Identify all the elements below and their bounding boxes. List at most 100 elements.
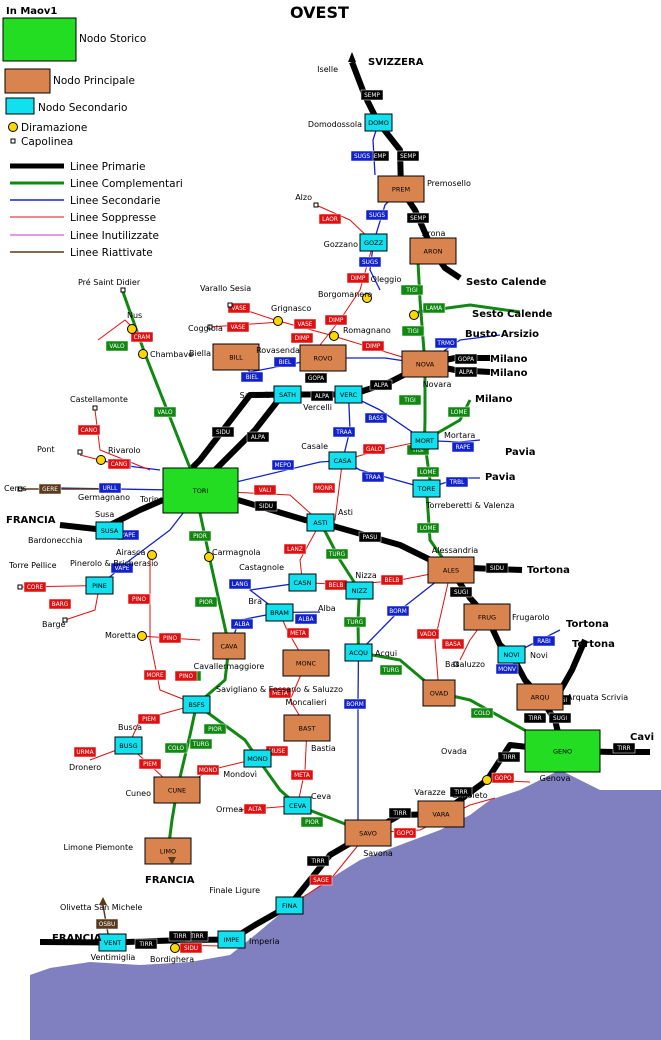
place-label: Chambave — [150, 350, 193, 359]
line-tag-soppressa: BELB — [329, 583, 344, 589]
node-name-tori: Torino — [139, 495, 164, 504]
line-tag-complementare: PIOR — [199, 600, 213, 606]
node-box-busg — [114, 736, 143, 755]
legend-label-soppressa: Linee Soppresse — [70, 212, 156, 224]
rail-line-soppressa — [94, 409, 151, 471]
node-name-mond: Mondovì — [223, 770, 257, 779]
line-tag-box-primaria — [254, 500, 278, 512]
place-label: FRANCIA — [6, 515, 56, 526]
line-tag-box-complementare — [470, 707, 494, 719]
node-name-vent: Ventimiglia — [91, 953, 136, 962]
node-code-pine: PINE — [92, 582, 107, 590]
place-label: Varallo Sesia — [200, 284, 251, 293]
diramazione-icon — [170, 943, 180, 953]
node-box-susa — [95, 521, 124, 540]
place-label: Borgomanero — [318, 290, 372, 299]
line-tag-complementare: COLO — [474, 711, 491, 717]
node-box-bsfs — [182, 695, 211, 714]
place-label: Moretta — [105, 631, 136, 640]
place-label: Milano — [490, 368, 528, 379]
node-code-impe: IMPE — [224, 936, 240, 944]
node-box-domo — [364, 113, 393, 132]
node-name-ceva: Ceva — [311, 792, 331, 801]
node-name-ales: Alessandria — [432, 546, 479, 555]
line-tag-box-secondaria — [364, 412, 388, 424]
line-tag-box-complementare — [398, 394, 422, 406]
node-name-gozz: Gozzano — [324, 240, 358, 249]
line-tag-soppressa: DIMP — [329, 318, 344, 324]
node-name-geno: Genova — [540, 774, 571, 783]
line-tag-primaria: SUGI — [553, 716, 567, 722]
legend-diramazione-icon — [8, 122, 18, 132]
line-tag-soppressa: DIMP — [351, 276, 366, 282]
rail-nodes: TORITorinoGENOGenovaPREMPremoselloARONAr… — [63, 113, 628, 962]
line-tag-soppressa: LANZ — [287, 547, 303, 553]
line-tag-soppressa: GOPO — [396, 831, 414, 837]
capolinea-icon — [17, 584, 23, 590]
line-tag-box-soppressa — [290, 332, 314, 344]
line-tag-box-primaria — [454, 353, 478, 365]
node-name-pine: Pinerolo & Bricherasio — [70, 559, 158, 568]
line-tag-soppressa: BARG — [52, 602, 69, 608]
node-box-tori — [162, 467, 239, 514]
line-tag-box-secondaria — [532, 635, 556, 647]
line-tag-soppressa: PINO — [163, 636, 178, 642]
line-tag-box-primaria — [449, 786, 473, 798]
node-name-impe: Imperia — [249, 937, 280, 946]
node-code-monc: MONC — [296, 660, 317, 668]
node-box-ovad — [422, 679, 456, 707]
line-tag-box-primaria — [454, 366, 478, 378]
line-tag-soppressa: VALI — [259, 488, 272, 494]
line-tag-secondaria: TRBL — [449, 480, 466, 486]
node-code-savo: SAVO — [359, 830, 377, 838]
node-box-sath — [273, 385, 302, 404]
line-tag-soppressa: BELB — [385, 578, 400, 584]
capolinea-icon — [77, 449, 83, 455]
place-label: Pavia — [505, 447, 536, 458]
line-tag-soppressa: PIEM — [143, 762, 157, 768]
rail-line-soppressa — [89, 704, 197, 761]
node-name-cune: Cuneo — [125, 789, 151, 798]
line-tag-complementare: PIOR — [193, 534, 207, 540]
place-label: Pont — [37, 445, 55, 454]
legend-label-capolinea: Capolinea — [21, 136, 73, 148]
line-tag-box-soppressa — [243, 803, 267, 815]
node-name-cava: Cavallermaggiore — [194, 662, 265, 671]
line-tag-complementare: TIGI — [411, 448, 424, 454]
node-code-arqu: ARQU — [531, 694, 550, 702]
capolinea-icon — [17, 486, 23, 492]
node-box-bill — [212, 343, 260, 371]
line-tag-primaria: TIRR — [189, 934, 203, 940]
line-tag-complementare: VALO — [157, 410, 173, 416]
node-code-limo: LIMO — [160, 848, 176, 856]
node-box-acqu — [344, 643, 373, 662]
line-tag-box-soppressa — [293, 318, 317, 330]
node-box-mort — [410, 431, 439, 450]
line-tag-box-secondaria — [230, 618, 254, 630]
line-tag-complementare: TURG — [346, 620, 364, 626]
place-label: Iselle — [317, 65, 338, 74]
line-tag-soppressa: BASA — [445, 642, 461, 648]
line-tag-soppressa: META — [294, 773, 310, 779]
node-box-cune — [153, 776, 201, 804]
node-box-prem — [377, 175, 425, 203]
line-tag-box-secondaria — [434, 337, 458, 349]
capolinea-icon — [227, 302, 233, 308]
line-tag-soppressa: PINO — [132, 597, 147, 603]
line-tag-secondaria: BIEL — [246, 375, 259, 381]
node-box-tore — [412, 479, 441, 498]
line-tag-box-primaria — [358, 531, 382, 543]
line-tag-soppressa: SIDU — [184, 946, 198, 952]
place-label: SVIZZERA — [368, 57, 424, 68]
node-name-bsfs: Savigliano & Fossano & Saluzzo — [216, 685, 343, 694]
line-tag-box-primaria — [406, 212, 430, 224]
arrow-up-icon — [348, 52, 356, 62]
line-tag-primaria: SEMP — [370, 154, 386, 160]
line-tag-primaria: SIDU — [490, 566, 504, 572]
line-tag-box-complementare — [422, 302, 446, 314]
place-label: Castellamonte — [70, 395, 128, 404]
line-tag-soppressa: DIMP — [366, 344, 381, 350]
line-tag-riattivata: OSBU — [99, 922, 115, 928]
place-label: Carmagnola — [212, 548, 261, 557]
node-box-monc — [282, 649, 330, 677]
